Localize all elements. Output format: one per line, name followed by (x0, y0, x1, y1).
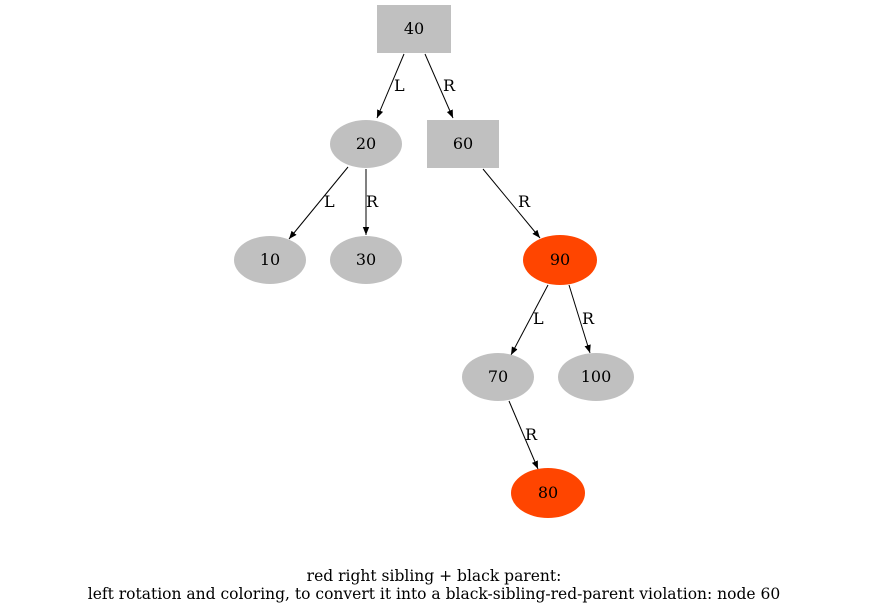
node-label-20: 20 (356, 134, 376, 153)
caption-line-1: red right sibling + black parent: (307, 567, 562, 585)
node-label-90: 90 (550, 250, 570, 269)
edge-40-60: R (424, 53, 456, 119)
edge-60-90: R (482, 168, 541, 239)
node-label-80: 80 (538, 483, 558, 502)
edge-90-70: L (510, 284, 549, 356)
node-90: 90 (523, 235, 597, 285)
node-70: 70 (462, 353, 534, 401)
edge-90-100: R (568, 284, 595, 354)
node-label-60: 60 (453, 134, 473, 153)
edge-20-30: R (362, 169, 379, 235)
edge-20-10: L (288, 166, 349, 240)
edge-label-20-30: R (366, 192, 379, 211)
edge-40-20: L (376, 53, 405, 119)
caption-line-2: left rotation and coloring, to convert i… (88, 585, 780, 603)
edge-label-90-100: R (582, 309, 595, 328)
node-10: 10 (234, 236, 306, 284)
node-60: 60 (427, 120, 499, 168)
edge-label-20-10: L (324, 192, 335, 211)
node-label-30: 30 (356, 250, 376, 269)
node-100: 100 (558, 353, 634, 401)
edge-label-60-90: R (518, 192, 531, 211)
node-label-100: 100 (581, 367, 612, 386)
node-label-40: 40 (404, 19, 424, 38)
edge-70-80: R (508, 400, 539, 470)
edge-label-40-20: L (394, 76, 405, 95)
edge-label-90-70: L (533, 309, 544, 328)
edge-label-70-80: R (525, 425, 538, 444)
node-label-70: 70 (488, 367, 508, 386)
node-30: 30 (330, 236, 402, 284)
node-20: 20 (330, 120, 402, 168)
node-label-10: 10 (260, 250, 280, 269)
node-40: 40 (377, 5, 451, 53)
edge-label-40-60: R (443, 76, 456, 95)
node-80: 80 (511, 468, 585, 518)
